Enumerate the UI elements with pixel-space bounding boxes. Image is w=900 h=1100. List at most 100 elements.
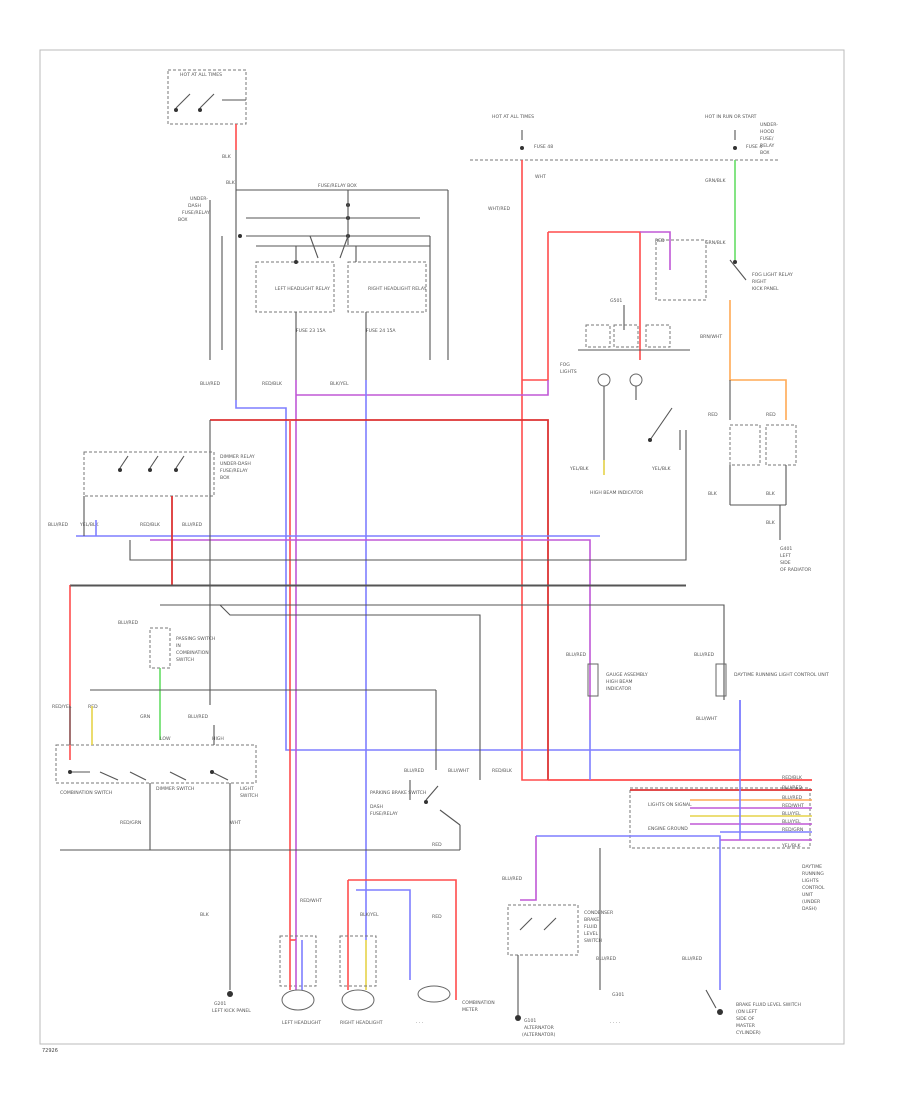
svg-text:COMBINATION: COMBINATION (462, 1000, 495, 1006)
fuse-relay-box: FUSE/RELAY BOX (209, 183, 449, 400)
alternator-module: BLU/RED CONDENSER BRAKE FLUID LEVEL SWIT… (502, 876, 614, 1038)
svg-text:BLU/RED: BLU/RED (682, 956, 702, 962)
svg-text:GRN/BLK: GRN/BLK (705, 240, 726, 246)
svg-text:DAYTIME: DAYTIME (802, 864, 822, 870)
svg-text:SWITCH: SWITCH (176, 657, 194, 663)
svg-text:CYLINDER): CYLINDER) (736, 1030, 761, 1036)
left-headlight-relay: LEFT HEADLIGHT RELAY (255, 246, 335, 313)
svg-text:YEL/BLK: YEL/BLK (569, 466, 590, 472)
svg-text:METER: METER (462, 1007, 479, 1013)
svg-text:OF RADIATOR: OF RADIATOR (780, 567, 812, 573)
svg-text:GRN/BLK: GRN/BLK (705, 178, 726, 184)
svg-text:G401: G401 (780, 546, 792, 552)
svg-text:SIDE: SIDE (780, 560, 791, 566)
svg-text:DASH: DASH (188, 203, 201, 209)
frame-code: 72926 (42, 1048, 58, 1054)
svg-text:RED/GRN: RED/GRN (782, 827, 803, 833)
daytime-connector: LIGHTS ON SIGNAL ENGINE GROUND RED/BLK B… (548, 775, 812, 849)
hot-all-times-label: HOT AT ALL TIMES (180, 72, 222, 78)
svg-text:DAYTIME RUNNING LIGHT CONTROL: DAYTIME RUNNING LIGHT CONTROL UNIT (734, 672, 829, 678)
svg-text:UNDER-: UNDER- (760, 122, 778, 128)
brake-fluid-switch: G301 BLU/RED BRAKE FLUID LEVEL SWITCH (O… (612, 956, 801, 1036)
right-fog-bulbs: RED RED BLK BLK BLK G401 LEFT SIDE OF RA… (708, 412, 812, 573)
frame-border (39, 49, 845, 1045)
svg-text:LIGHTS ON SIGNAL: LIGHTS ON SIGNAL (648, 802, 692, 808)
svg-text:SWITCH: SWITCH (584, 938, 602, 944)
svg-text:BLK: BLK (222, 154, 232, 160)
wire-orange (729, 300, 787, 420)
svg-text:DASH: DASH (370, 804, 383, 810)
svg-text:RED/WHT: RED/WHT (300, 898, 322, 904)
svg-text:RED: RED (708, 412, 718, 418)
svg-text:RED/BLK: RED/BLK (492, 768, 513, 774)
svg-text:LIGHTS: LIGHTS (802, 878, 819, 884)
svg-text:HIGH: HIGH (212, 736, 224, 742)
right-headlight: RIGHT HEADLIGHT (339, 935, 383, 1026)
svg-text:DASH): DASH) (802, 906, 817, 912)
svg-text:DIMMER SWITCH: DIMMER SWITCH (156, 786, 194, 792)
svg-text:WHT: WHT (535, 174, 546, 180)
svg-text:BLU/RED: BLU/RED (48, 522, 68, 528)
svg-text:LEFT: LEFT (780, 553, 791, 559)
svg-text:CONDENSER: CONDENSER (584, 910, 614, 916)
svg-text:BLU/RED: BLU/RED (782, 785, 802, 791)
svg-text:· · ·: · · · (416, 1021, 423, 1026)
svg-text:RELAY: RELAY (760, 143, 775, 149)
svg-text:LEVEL: LEVEL (584, 931, 599, 937)
svg-text:HOT AT ALL TIMES: HOT AT ALL TIMES (492, 114, 534, 120)
svg-text:FUSE/RELAY: FUSE/RELAY (370, 811, 398, 817)
left-headlight: LEFT HEADLIGHT (279, 935, 321, 1026)
svg-text:COMBINATION: COMBINATION (176, 650, 209, 656)
svg-text:FUSE 24 15A: FUSE 24 15A (366, 328, 396, 334)
fog-light-relay: FOG LIGHT RELAY RIGHT KICK PANEL (655, 239, 793, 301)
svg-text:RIGHT HEADLIGHT RELAY: RIGHT HEADLIGHT RELAY (368, 286, 427, 292)
svg-text:YEL/BLK: YEL/BLK (79, 522, 100, 528)
svg-text:FUSE 23 15A: FUSE 23 15A (296, 328, 326, 334)
svg-text:BRAKE FLUID LEVEL SWITCH: BRAKE FLUID LEVEL SWITCH (736, 1002, 801, 1008)
svg-text:RIGHT HEADLIGHT: RIGHT HEADLIGHT (340, 1020, 383, 1026)
svg-text:RED: RED (655, 238, 665, 244)
svg-text:RED: RED (766, 412, 776, 418)
svg-text:FUSE/RELAY: FUSE/RELAY (182, 210, 210, 216)
svg-text:RUNNING: RUNNING (802, 871, 824, 877)
svg-text:HIGH BEAM: HIGH BEAM (606, 679, 632, 685)
svg-text:LOW: LOW (160, 736, 171, 742)
svg-text:LIGHTS: LIGHTS (560, 369, 577, 375)
svg-text:MASTER: MASTER (736, 1023, 756, 1029)
svg-text:PASSING SWITCH: PASSING SWITCH (176, 636, 215, 642)
svg-text:BLK/YEL: BLK/YEL (330, 381, 349, 387)
svg-text:BLU/RED: BLU/RED (694, 652, 714, 658)
svg-text:RED/BLK: RED/BLK (262, 381, 283, 387)
svg-text:UNIT: UNIT (802, 892, 813, 898)
wire-blu-fog (536, 835, 721, 990)
svg-text:(UNDER: (UNDER (802, 899, 821, 905)
svg-text:SWITCH: SWITCH (240, 793, 258, 799)
svg-text:FUSE/: FUSE/ (760, 136, 774, 142)
svg-text:SIDE OF: SIDE OF (736, 1016, 755, 1022)
svg-text:BLU/RED: BLU/RED (118, 620, 138, 626)
svg-text:RED/BLK: RED/BLK (782, 775, 803, 781)
svg-text:UNDER-DASH: UNDER-DASH (220, 461, 251, 467)
svg-text:BLU/YEL: BLU/YEL (782, 811, 801, 817)
wire-purple-cross (150, 539, 591, 720)
svg-text:WHT: WHT (230, 820, 241, 826)
svg-text:· · · ·: · · · · (610, 1021, 620, 1026)
svg-text:G501: G501 (610, 298, 622, 304)
svg-text:KICK PANEL: KICK PANEL (752, 286, 779, 292)
svg-text:BLK: BLK (708, 491, 718, 497)
svg-text:GRN: GRN (140, 714, 150, 720)
svg-text:COMBINATION SWITCH: COMBINATION SWITCH (60, 790, 112, 796)
svg-text:BLU/WHT: BLU/WHT (696, 716, 717, 722)
svg-text:BLU/RED: BLU/RED (188, 714, 208, 720)
svg-text:RED/YEL: RED/YEL (52, 704, 72, 710)
svg-text:ALTERNATOR: ALTERNATOR (524, 1025, 555, 1031)
svg-text:BLU/YEL: BLU/YEL (782, 819, 801, 825)
svg-text:BLK: BLK (200, 912, 210, 918)
high-beam-indicator: HIGH BEAM INDICATOR YEL/BLK (590, 407, 681, 496)
svg-text:HIGH BEAM INDICATOR: HIGH BEAM INDICATOR (590, 490, 644, 496)
svg-text:G101: G101 (524, 1018, 536, 1024)
wire-red-headlight (348, 879, 457, 1000)
svg-text:BOX: BOX (220, 475, 230, 481)
